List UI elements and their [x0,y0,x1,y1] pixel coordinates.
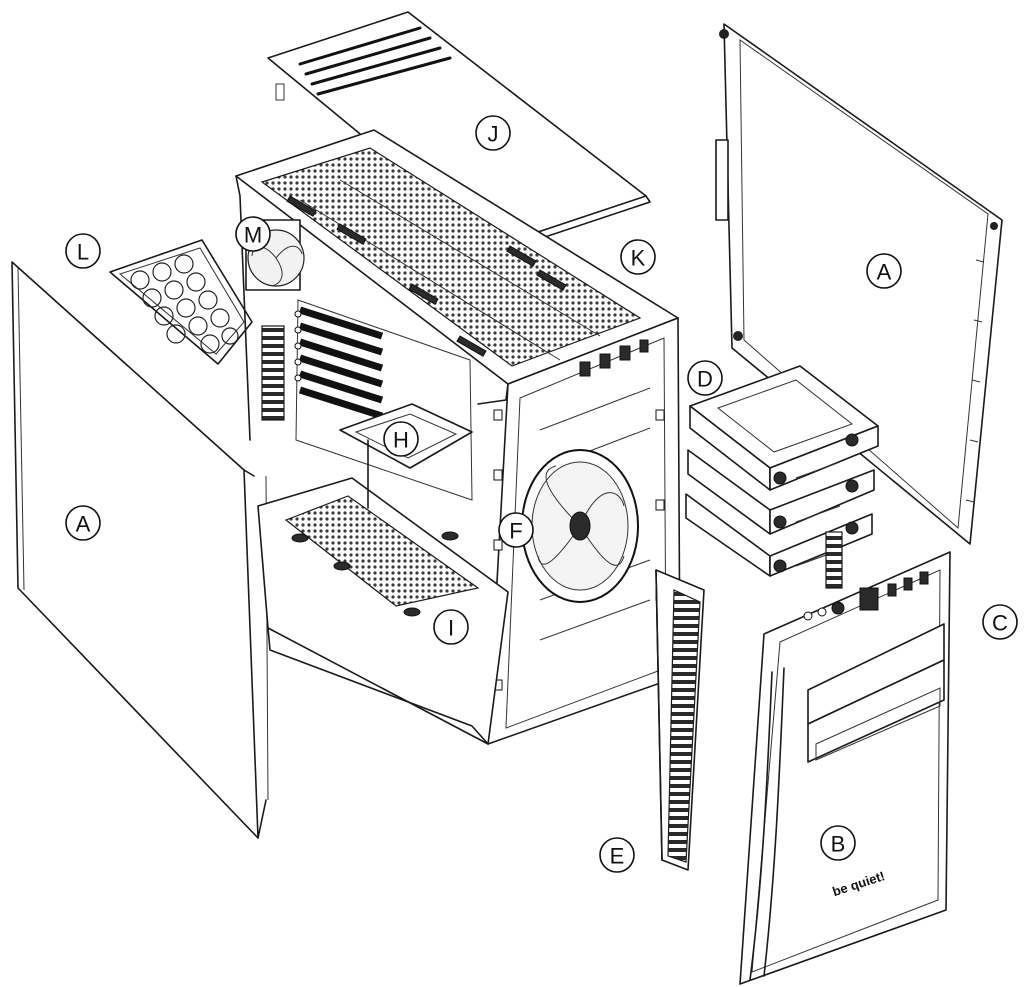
front-fan [521,449,639,603]
top-dust-filter-honeycomb [109,239,253,365]
svg-text:B: B [831,832,846,857]
svg-text:C: C [992,611,1008,636]
top-cover-panel [267,11,651,253]
front-panel [739,551,951,985]
svg-text:D: D [697,367,713,392]
svg-text:E: E [610,844,625,869]
main-chassis [235,129,681,745]
svg-text:M: M [244,223,262,248]
callout-m: M [235,216,271,252]
callout-a-right: A [866,253,902,289]
right-side-panel [715,23,1003,545]
svg-text:A: A [76,512,91,537]
svg-text:K: K [631,246,646,271]
callout-e: E [599,837,635,873]
callout-a-left: A [65,505,101,541]
svg-text:F: F [509,519,522,544]
callout-j: J [475,115,511,151]
drive-cage [685,365,879,589]
expansion-slots [294,306,384,420]
front-dust-filter [655,569,705,871]
callout-f: F [498,512,534,548]
svg-text:H: H [393,428,409,453]
callout-k: K [620,239,656,275]
callout-h: H [383,421,419,457]
callout-l: L [65,233,101,269]
callout-c: C [982,604,1018,640]
callout-b: B [820,825,856,861]
svg-text:L: L [77,240,89,265]
callout-d: D [687,360,723,396]
svg-text:A: A [877,260,892,285]
svg-text:I: I [448,616,454,641]
callout-i: I [433,609,469,645]
svg-text:J: J [488,122,499,147]
